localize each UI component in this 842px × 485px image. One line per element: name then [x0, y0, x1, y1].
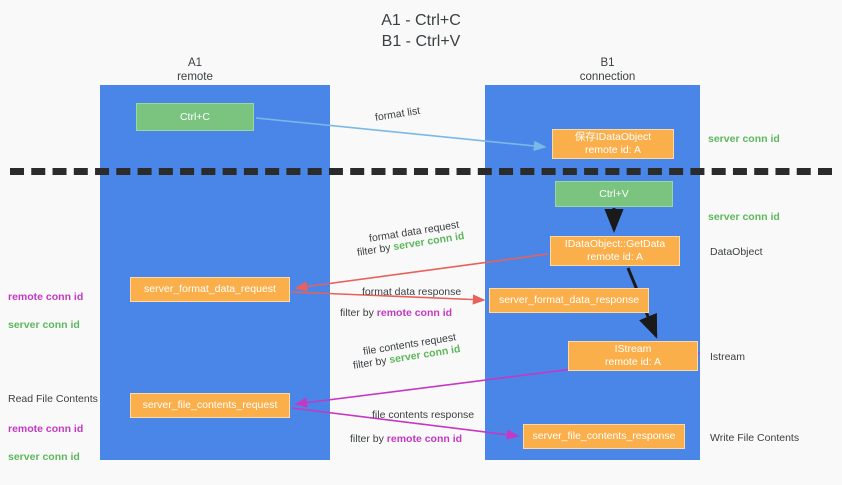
box-ctrl-c[interactable]: Ctrl+C — [136, 103, 254, 131]
page-title: A1 - Ctrl+C B1 - Ctrl+V — [381, 12, 461, 50]
box-server-format-data-response[interactable]: server_format_data_response — [489, 288, 649, 313]
phase-separator-dashed-line — [10, 168, 832, 175]
filter-prefix: filter by — [350, 433, 387, 445]
annotation-right-server-conn-id-mid: server conn id — [708, 211, 780, 223]
box-server-file-contents-request[interactable]: server_file_contents_request — [130, 393, 290, 418]
box-store-idataobject[interactable]: 保存IDataObject remote id: A — [552, 129, 674, 159]
box-server-format-data-request[interactable]: server_format_data_request — [130, 277, 290, 302]
filter-key-remote-conn-id: remote conn id — [386, 433, 463, 445]
annotation-server-conn-id: server conn id — [8, 319, 80, 331]
label-format-data-response: format data response — [362, 286, 462, 298]
box-ctrl-v[interactable]: Ctrl+V — [555, 181, 673, 207]
box-istream[interactable]: IStream remote id: A — [568, 341, 698, 371]
annotation-remote-conn-id: remote conn id — [8, 291, 84, 303]
annotation-conn-ids-lower: remote conn id server conn id — [8, 408, 83, 478]
filter-prefix: filter by — [356, 241, 395, 259]
annotation-server-conn-id: server conn id — [8, 451, 80, 463]
label-file-contents-response-filter: filter by remote conn id — [350, 432, 462, 446]
annotation-conn-ids-upper: remote conn id server conn id — [8, 276, 83, 346]
lane-header-a1: A1 remote — [177, 57, 213, 83]
label-format-list: format list — [374, 104, 421, 124]
annotation-right-istream: Istream — [710, 351, 746, 363]
box-server-file-contents-response[interactable]: server_file_contents_response — [523, 424, 685, 449]
annotation-right-write-file-contents: Write File Contents — [710, 432, 800, 444]
annotation-right-dataobject: DataObject — [710, 246, 763, 258]
label-file-contents-response: file contents response — [372, 409, 475, 421]
filter-key-remote-conn-id: remote conn id — [376, 307, 453, 319]
annotation-read-file-contents: Read File Contents — [8, 393, 98, 405]
annotation-remote-conn-id: remote conn id — [8, 423, 84, 435]
label-format-data-response-filter: filter by remote conn id — [340, 306, 452, 320]
box-idataobject-getdata[interactable]: IDataObject::GetData remote id: A — [550, 236, 680, 266]
filter-prefix: filter by — [352, 354, 391, 372]
filter-prefix: filter by — [340, 307, 377, 319]
annotation-right-server-conn-id-top: server conn id — [708, 133, 780, 145]
lane-header-b1: B1 connection — [579, 57, 636, 83]
